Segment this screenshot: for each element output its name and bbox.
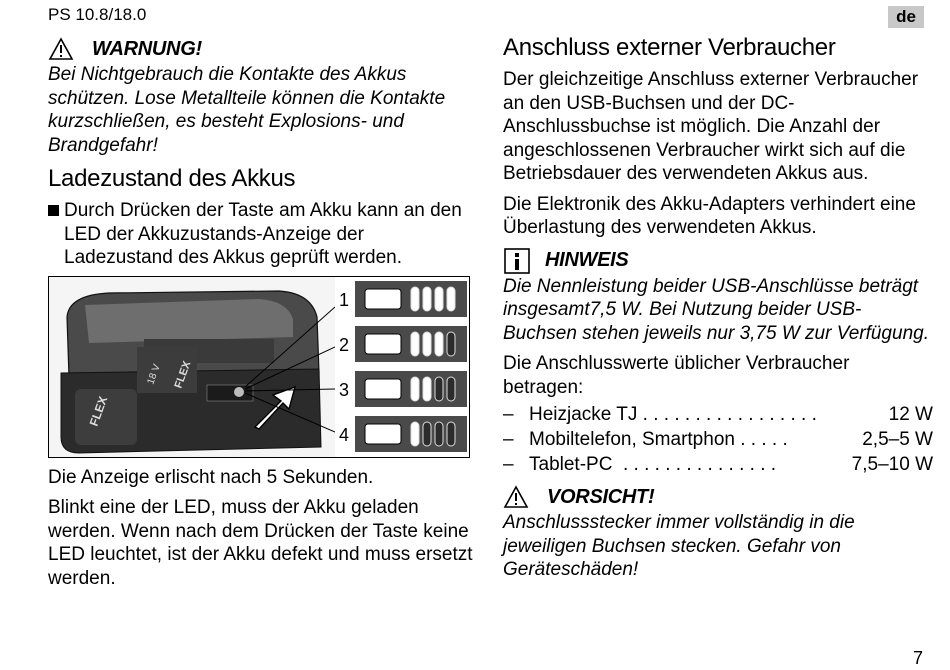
blink-text: Blinkt eine der LED, muss der Akku gelad…: [48, 497, 473, 589]
led-on: [422, 286, 432, 311]
led-on: [434, 331, 444, 356]
indicator-number: 4: [339, 425, 349, 445]
led-on: [410, 286, 420, 311]
heading-external-consumers: Anschluss externer Verbraucher: [503, 34, 836, 61]
language-badge: de: [888, 6, 924, 28]
list-value: 7,5–10 W: [851, 454, 933, 475]
bullet-square-icon: [48, 205, 59, 216]
left-column: WARNUNG! Bei Nichtgebrauch die Kontakte …: [48, 35, 473, 597]
list-value: 2,5–5 W: [862, 429, 933, 450]
warning-heading: WARNUNG!: [48, 35, 473, 63]
battery-photo: FLEX 18 V FLEX: [49, 276, 336, 457]
indicator-row: 2: [339, 325, 467, 362]
list-value: 12 W: [888, 404, 933, 425]
hint-label: HINWEIS: [545, 249, 629, 271]
led-off: [446, 421, 456, 446]
heading-charge-state: Ladezustand des Akkus: [48, 165, 296, 192]
led-on: [422, 376, 432, 401]
bullet-item: Durch Drücken der Taste am Akku kann an …: [48, 199, 473, 270]
list-item: – Mobiltelefon, Smartphon . . . . . 2,5–…: [503, 427, 933, 452]
caution-heading: VORSICHT!: [503, 483, 933, 511]
info-icon: [504, 247, 530, 274]
bullet-text: Durch Drücken der Taste am Akku kann an …: [64, 200, 462, 268]
paragraph-ratings: Die Anschlusswerte üblicher Verbraucher …: [503, 353, 850, 398]
warning-triangle-icon: [503, 485, 529, 508]
led-off: [434, 376, 444, 401]
indicator-row: 3: [339, 370, 467, 407]
list-item: – Heizjacke TJ . . . . . . . . . . . . .…: [503, 402, 933, 427]
button-symbol-icon: [364, 378, 402, 399]
list-label: Mobiltelefon, Smartphon . . . . .: [529, 429, 788, 450]
warning-text: Bei Nichtgebrauch die Kontakte des Akkus…: [48, 64, 446, 156]
list-dash: –: [503, 429, 514, 450]
led-on: [434, 286, 444, 311]
consumer-list: – Heizjacke TJ . . . . . . . . . . . . .…: [503, 402, 933, 477]
charge-indicator-panel: 1 2 3 4: [337, 277, 469, 457]
led-on: [422, 331, 432, 356]
button-symbol-icon: [364, 288, 402, 309]
led-on: [410, 376, 420, 401]
led-off: [422, 421, 432, 446]
paragraph-electronics: Die Elektronik des Akku-Adapters verhind…: [503, 193, 916, 239]
hint-heading: HINWEIS: [503, 247, 933, 275]
caution-label: VORSICHT!: [547, 485, 655, 508]
indicator-number: 1: [339, 290, 349, 310]
page-number: 7: [913, 648, 924, 668]
led-on: [410, 331, 420, 356]
warning-label: WARNUNG!: [92, 37, 202, 60]
button-symbol-icon: [364, 423, 402, 444]
led-on: [410, 421, 420, 446]
document-model: PS 10.8/18.0: [48, 5, 147, 24]
list-label: Tablet-PC . . . . . . . . . . . . . . .: [529, 454, 777, 475]
led-off: [446, 331, 456, 356]
charge-indicator-graphic: 1 2 3 4: [339, 280, 467, 452]
warning-triangle-icon: [48, 37, 74, 60]
list-dash: –: [503, 404, 514, 425]
led-on: [446, 286, 456, 311]
led-off: [434, 421, 444, 446]
caution-text: Anschlussstecker immer vollständig in di…: [503, 512, 855, 580]
battery-illustration: FLEX 18 V FLEX: [49, 276, 336, 457]
led-off: [446, 376, 456, 401]
button-symbol-icon: [364, 333, 402, 354]
display-off-text: Die Anzeige erlischt nach 5 Sekunden.: [48, 466, 374, 488]
hint-text: Die Nennleistung beider USB-Anschlüsse b…: [503, 275, 929, 344]
indicator-row: 4: [339, 415, 467, 452]
indicator-number: 3: [339, 380, 349, 400]
right-column: Anschluss externer Verbraucher Der gleic…: [503, 33, 933, 589]
indicator-row: 1: [339, 280, 467, 317]
list-item: – Tablet-PC . . . . . . . . . . . . . . …: [503, 452, 933, 477]
list-dash: –: [503, 454, 514, 475]
battery-figure: FLEX 18 V FLEX 1 2 3 4: [48, 275, 470, 458]
list-label: Heizjacke TJ . . . . . . . . . . . . . .…: [529, 404, 817, 425]
paragraph-connection: Der gleichzeitige Anschluss externer Ver…: [503, 69, 919, 184]
indicator-number: 2: [339, 335, 349, 355]
